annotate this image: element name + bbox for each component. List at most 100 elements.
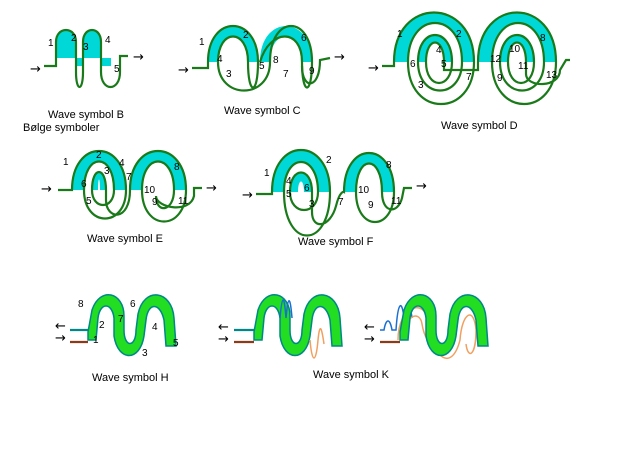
output-arrow: → xyxy=(334,50,345,65)
symbol-label: Wave symbol H xyxy=(92,372,169,384)
point-label: 10 xyxy=(144,185,156,196)
input-arrow: → xyxy=(30,62,41,77)
point-label: 3 xyxy=(226,69,232,80)
point-label: 1 xyxy=(93,335,99,346)
point-label: 7 xyxy=(118,314,124,325)
point-label: 6 xyxy=(81,179,87,190)
point-label: 5 xyxy=(441,59,447,70)
input-arrow: → xyxy=(218,332,229,347)
point-label: 7 xyxy=(466,72,472,83)
green-band xyxy=(87,293,177,357)
wave-symbol-k: ← → ← → Wave symbol K xyxy=(218,293,489,381)
point-label: 11 xyxy=(391,196,402,207)
point-label: 2 xyxy=(96,150,102,161)
point-label: 2 xyxy=(326,155,332,166)
point-label: 9 xyxy=(309,66,315,77)
wave-symbol-f: → → 1 2 3 4 5 6 7 8 9 10 11 Wave symbol … xyxy=(242,148,427,248)
point-label: 1 xyxy=(264,168,270,179)
point-label: 8 xyxy=(386,160,392,171)
cyan-inner xyxy=(92,172,106,190)
symbol-label: Wave symbol B xyxy=(48,109,124,121)
point-label: 5 xyxy=(173,338,179,349)
symbol-label: Wave symbol E xyxy=(87,233,163,245)
output-arrow-left: ← xyxy=(55,319,66,334)
point-label: 1 xyxy=(63,157,69,168)
point-label: 6 xyxy=(410,59,416,70)
wave-wire-outer-2 xyxy=(490,22,570,106)
point-label: 3 xyxy=(142,348,148,359)
wave-wire xyxy=(256,148,412,237)
point-label: 2 xyxy=(243,30,249,41)
point-label: 9 xyxy=(368,200,374,211)
input-arrow: → xyxy=(242,188,253,203)
orange-loops xyxy=(397,306,477,360)
cyan-inner xyxy=(290,172,312,192)
point-label: 7 xyxy=(283,69,289,80)
output-arrow: → xyxy=(206,181,217,196)
wave-wire-outer xyxy=(382,11,558,106)
output-wire xyxy=(300,56,331,85)
input-arrow: → xyxy=(41,182,52,197)
symbol-label: Wave symbol K xyxy=(313,369,390,381)
point-label: 6 xyxy=(304,183,310,194)
point-label: 5 xyxy=(259,61,265,72)
point-label: 2 xyxy=(71,33,77,44)
point-label: 5 xyxy=(286,189,292,200)
point-label: 7 xyxy=(338,197,344,208)
point-label: 6 xyxy=(130,299,136,310)
point-label: 4 xyxy=(217,54,223,65)
output-arrow: → xyxy=(133,50,144,65)
point-label: 2 xyxy=(456,29,462,40)
green-band xyxy=(399,293,489,357)
point-label: 3 xyxy=(83,42,89,53)
point-label: 2 xyxy=(99,320,105,331)
point-label: 8 xyxy=(174,162,180,173)
symbol-label: Wave symbol C xyxy=(224,105,301,117)
wave-symbol-b: → → 1 2 3 4 5 Wave symbol B xyxy=(30,28,144,121)
output-arrow-left: ← xyxy=(364,320,375,335)
point-label: 1 xyxy=(199,37,205,48)
point-label: 4 xyxy=(286,176,292,187)
point-label: 9 xyxy=(152,197,158,208)
point-label: 11 xyxy=(518,61,529,72)
wave-wire xyxy=(58,150,202,223)
point-label: 10 xyxy=(358,185,370,196)
cyan-band xyxy=(272,150,330,192)
point-label: 4 xyxy=(436,45,442,56)
cyan-inner xyxy=(418,35,534,62)
input-arrow: → xyxy=(368,61,379,76)
point-label: 3 xyxy=(104,166,110,177)
point-label: 11 xyxy=(178,196,189,207)
wave-symbol-h: ← → 8 1 2 3 4 5 6 7 Wave symbol H xyxy=(55,293,179,384)
input-arrow: → xyxy=(364,332,375,347)
point-label: 4 xyxy=(152,322,158,333)
symbol-label: Wave symbol D xyxy=(441,120,518,132)
cyan-band xyxy=(208,26,312,62)
point-label: 9 xyxy=(497,73,503,84)
input-arrow: → xyxy=(178,63,189,78)
point-label: 3 xyxy=(309,199,315,210)
point-label: 13 xyxy=(546,70,558,81)
point-label: 6 xyxy=(301,33,307,44)
output-arrow: → xyxy=(416,179,427,194)
point-label: 8 xyxy=(273,55,279,66)
point-label: 3 xyxy=(418,80,424,91)
wave-symbol-e: → → 1 2 3 4 5 6 7 8 9 10 11 Wave symbol … xyxy=(41,150,217,245)
input-arrow: → xyxy=(55,331,66,346)
heading: Bølge symboler xyxy=(23,122,100,134)
point-label: 7 xyxy=(126,172,132,183)
point-label: 1 xyxy=(48,38,54,49)
wave-symbol-c: → → 1 2 3 4 5 6 7 8 9 Wave symbol C xyxy=(178,24,345,117)
point-label: 8 xyxy=(540,33,546,44)
point-label: 4 xyxy=(119,158,125,169)
point-label: 8 xyxy=(78,299,84,310)
output-arrow-left: ← xyxy=(218,320,229,335)
wave-wire xyxy=(44,28,128,89)
point-label: 10 xyxy=(509,44,521,55)
point-label: 12 xyxy=(490,54,502,65)
symbol-label: Wave symbol F xyxy=(298,236,374,248)
green-band xyxy=(253,293,343,357)
point-label: 4 xyxy=(105,35,111,46)
point-label: 5 xyxy=(114,64,120,75)
